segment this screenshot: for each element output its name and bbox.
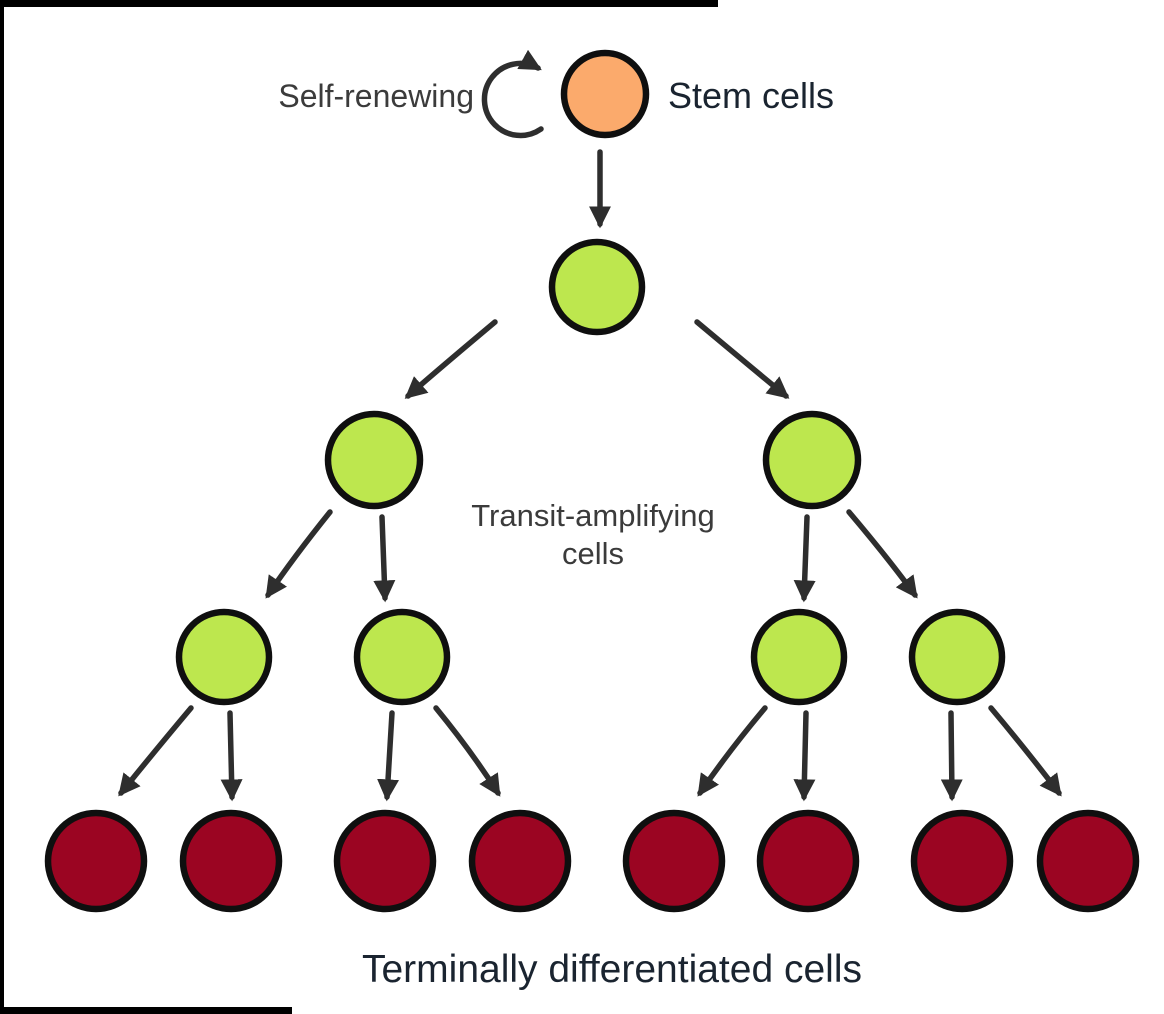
terminal-cell-node [622,809,726,913]
arrow-transit3b-left [377,710,400,802]
top-border-line [0,0,718,7]
arrow-transit3d-right [988,705,1062,797]
arrow-transit3d-left [940,710,963,802]
arrow-transit3c-right [793,710,816,802]
cell-nodes [44,49,1140,913]
transit-cell-node [324,410,424,510]
arrow-transit3c-left [697,705,768,797]
arrow-transit2a-left [265,509,333,599]
arrow-transit1-left [404,319,498,399]
terminal-cell-node [910,809,1014,913]
terminal-cell-node [44,809,148,913]
arrow-transit2a-right [373,514,396,603]
transit-cell-node [353,608,451,706]
transit-cell-node [762,410,862,510]
terminal-cell-node [468,809,572,913]
arrow-transit2b-left [793,514,816,603]
terminal-cell-node [1036,809,1140,913]
arrows [118,49,1062,802]
stem-cells-label: Stem cells [668,75,834,116]
self-renewing-label: Self-renewing [278,78,474,114]
transit-cell-node [750,608,848,706]
terminally-differentiated-label: Terminally differentiated cells [362,948,862,991]
bottom-border-line [0,1007,292,1014]
terminal-cell-node [756,809,860,913]
arrow-transit3a-left [118,705,194,797]
transit-cell-node [548,238,646,336]
arrow-transit1-right [694,319,790,399]
transit-amplifying-label-line2: cells [562,536,624,571]
transit-amplifying-label-line1: Transit-amplifying [471,498,714,533]
terminal-cell-node [179,809,283,913]
arrow-transit3a-right [220,710,243,802]
arrow-transit3b-right [433,705,501,797]
self-renewing-loop-arrow [481,49,544,139]
transit-cell-node [908,608,1006,706]
transit-cell-node [175,608,273,706]
left-border-line [0,0,4,1014]
stem-cell-node [560,49,650,139]
arrow-transit2b-right [846,509,918,599]
terminal-cell-node [333,809,437,913]
